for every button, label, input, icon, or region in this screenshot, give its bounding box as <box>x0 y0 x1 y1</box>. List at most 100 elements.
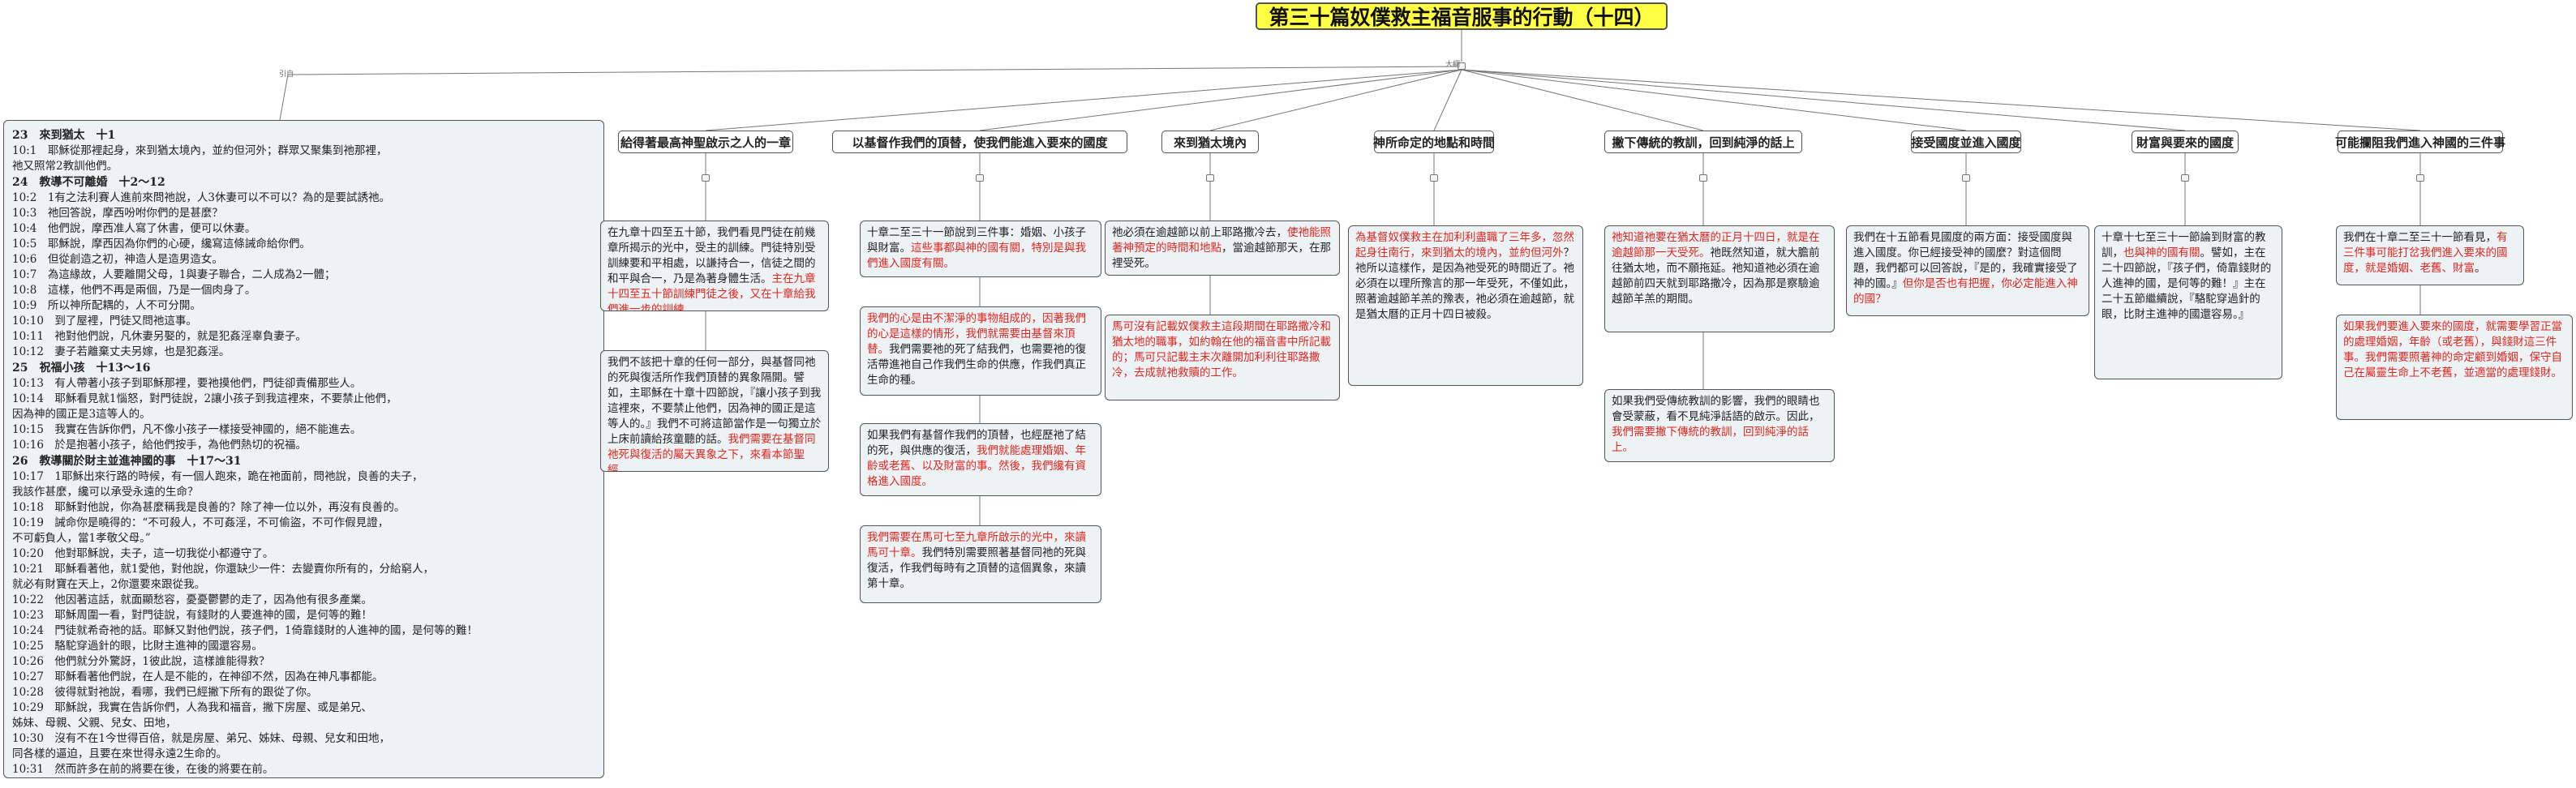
verse-line: 10:9 所以神所配耦的，人不可分開。 <box>12 299 201 312</box>
note-text: 我們不該把十章的任何一部分，與基督同祂的死與復活所作我們頂替的異象隔開。譬如，主… <box>608 356 822 446</box>
verse-line: 10:20 他對耶穌說，夫子，這一切我從小都遵守了。 <box>12 547 274 560</box>
note-text: 我們在十五節看見國度的兩方面：接受國度與進入國度。你已經接受神的國麼？對這個問題… <box>1853 231 2078 290</box>
branch-three-hindrances[interactable]: 可能攔阻我們進入神國的三件事 <box>2335 131 2505 153</box>
note-text: 十章十七至三十一節論到財富的教訓， <box>2102 231 2266 259</box>
verse-line: 10:10 到了屋裡，門徒又問祂這事。 <box>12 315 197 328</box>
note-text: ？祂所以這樣作，是因為祂受死的時間近了。祂必須在以理所豫言的那一年受死，不僅如此… <box>1355 246 1574 321</box>
verse-line: 10:16 於是抱著小孩子，給他們按手，為他們熱切的祝福。 <box>12 439 307 452</box>
central-topic[interactable]: 第三十篇奴僕救主福音服事的行動（十四） <box>1256 2 1668 30</box>
branch-receive-kingdom[interactable]: 接受國度並進入國度 <box>1911 131 2021 153</box>
branch-ordained-time[interactable]: 神所命定的地點和時間 <box>1373 131 1495 153</box>
section-heading: 24 教導不可離婚 十2～12 <box>12 176 165 189</box>
branch-pure-word[interactable]: 撇下傳統的教訓，回到純淨的話上 <box>1604 131 1802 153</box>
highlight-text: 也與神的國有關 <box>2123 246 2200 259</box>
verse-line: 10:21 耶穌看著他，就1愛他，對他說，你還缺少一件：去變賣你所有的，分給窮人… <box>12 563 434 576</box>
note-node[interactable]: 馬可沒有記載奴僕救主這段期間在耶路撒冷和猶太地的職事，如約翰在他的福音書中所記載… <box>1105 315 1340 400</box>
branch-judea[interactable]: 來到猶太境內 <box>1161 131 1259 153</box>
verse-line: 10:28 彼得就對祂說，看哪，我們已經撇下所有的跟從了你。 <box>12 686 318 699</box>
collapse-toggle-icon[interactable] <box>1962 174 1970 182</box>
note-node[interactable]: 十章二至三十一節說到三件事：婚姻、小孩子與財富。這些事都與神的國有關，特別是與我… <box>860 221 1101 277</box>
verse-line: 姊妹、母親、父親、兒女、田地， <box>12 717 177 730</box>
verse-line: 10:15 我實在告訴你們，凡不像小孩子一樣接受神國的，絕不能進去。 <box>12 423 362 436</box>
highlight-text: 祂知道祂要在猶太曆的正月十四日，就是在逾越節那一天受死。 <box>1612 231 1820 259</box>
verse-line: 10:4 他們說，摩西准人寫了休書，便可以休妻。 <box>12 222 256 235</box>
verse-line: 10:29 耶穌說，我實在告訴你們，人為我和福音，撇下房屋、或是弟兄、 <box>12 701 372 714</box>
verse-line: 10:30 沒有不在1今世得百倍，就是房屋、弟兄、姊妹、母親、兒女和田地， <box>12 732 390 745</box>
relation-label-outline: 大綱 <box>1445 61 1461 69</box>
note-node[interactable]: 如果我們受傳統教訓的影響，我們的眼睛也會受蒙蔽，看不見純淨話語的啟示。因此，我們… <box>1604 389 1835 462</box>
verse-line: 10:13 有人帶著小孩子到耶穌那裡，要祂摸他們，門徒卻責備那些人。 <box>12 377 362 390</box>
note-text: 如果我們有基督作我們的頂替，也經歷祂了結的死，與供應的復活， <box>867 429 1086 457</box>
highlight-text: 為基督奴僕救主在加利利盡職了三年多，忽然起身往南行，來到猶太的境內，並約但河外 <box>1355 231 1574 259</box>
verse-line: 10:2 1有之法利賽人進前來問祂說，人3休妻可以不可以？為的是要試誘祂。 <box>12 191 390 204</box>
note-text: 祂既然知道，就大膽前往猶太地，而不願拖延。祂知道祂必須在逾越節前四天就到耶路撒冷… <box>1612 246 1820 306</box>
collapse-toggle-icon[interactable] <box>976 174 984 182</box>
note-node[interactable]: 如果我們有基督作我們的頂替，也經歷祂了結的死，與供應的復活，我們就能處理婚姻、年… <box>860 423 1101 496</box>
note-node[interactable]: 我們在十五節看見國度的兩方面：接受國度與進入國度。你已經接受神的國麼？對這個問題… <box>1846 225 2089 316</box>
verse-line: 10:18 耶穌對他說，你為甚麼稱我是良善的？除了神一位以外，再沒有良善的。 <box>12 501 406 514</box>
collapse-toggle-icon[interactable] <box>1699 174 1707 182</box>
verse-line: 祂又照常2教訓他們。 <box>12 160 118 173</box>
note-node[interactable]: 我們不該把十章的任何一部分，與基督同祂的死與復活所作我們頂替的異象隔開。譬如，主… <box>600 350 829 472</box>
verse-line: 10:23 耶穌周圍一看，對門徒說，有錢財的人要進神的國，是何等的難！ <box>12 609 372 622</box>
highlight-text: 馬可沒有記載奴僕救主這段期間在耶路撒冷和猶太地的職事，如約翰在他的福音書中所記載… <box>1112 320 1331 379</box>
collapse-toggle-icon[interactable] <box>1430 174 1438 182</box>
verse-line: 10:24 門徒就希奇祂的話。耶穌又對他們說，孩子們，1倚靠錢財的人進神的國，是… <box>12 624 478 637</box>
note-text: 我們在十章二至三十一節看見， <box>2343 231 2497 244</box>
relation-label-scripture: 引自 <box>279 71 294 79</box>
verse-line: 10:25 駱駝穿過針的眼，比財主進神的國還容易。 <box>12 640 263 653</box>
verse-line: 不可虧負人，當1孝敬父母。” <box>12 532 151 545</box>
verse-line: 我該作甚麼，纔可以承受永遠的生命？ <box>12 486 199 499</box>
verse-line: 10:5 耶穌說，摩西因為你們的心硬，纔寫這條誡命給你們。 <box>12 238 311 251</box>
verse-line: 10:27 耶穌看著他們說，在人是不能的，在神卻不然，因為在神凡事都能。 <box>12 670 384 683</box>
note-node[interactable]: 我們的心是由不潔淨的事物組成的，因著我們的心是這樣的情形，我們就需要由基督來頂替… <box>860 306 1101 396</box>
highlight-text: 我們的心是由不潔淨的事物組成的，因著我們的心是這樣的情形，我們就需要由基督來頂替… <box>867 312 1086 356</box>
branch-riches-kingdom[interactable]: 財富與要來的國度 <box>2132 131 2239 153</box>
collapse-toggle-icon[interactable] <box>702 174 710 182</box>
collapse-toggle-icon[interactable] <box>2181 174 2189 182</box>
verse-line: 10:17 1耶穌出來行路的時候，有一個人跑來，跪在祂面前，問祂說，良善的夫子， <box>12 470 423 483</box>
branch-highest-revelation[interactable]: 給得著最高神聖啟示之人的一章 <box>618 131 793 153</box>
note-node[interactable]: 祂必須在逾越節以前上耶路撒冷去，使祂能照著神預定的時間和地點，當逾越節那天，在那… <box>1105 221 1340 276</box>
note-text: 在九章十四至五十節，我們看見門徒在前幾章所揭示的光中，受主的訓練。門徒特別受訓練… <box>608 226 816 285</box>
note-text: 祂必須在逾越節以前上耶路撒冷去， <box>1112 226 1287 239</box>
highlight-text: 我們就能處理婚姻、年齡或老舊、以及財富的事。然後，我們纔有資格進入國度。 <box>867 444 1086 488</box>
scripture-panel[interactable]: 23 來到猶太 十1 10:1 耶穌從那裡起身，來到猶太境內，並約但河外；群眾又… <box>3 120 604 778</box>
note-text: 。譬如，主在二十四節說，『孩子們，倚靠錢財的人進神的國，是何等的難！』主在二十五… <box>2102 246 2272 321</box>
verse-line: 10:1 耶穌從那裡起身，來到猶太境內，並約但河外；群眾又聚集到祂那裡， <box>12 144 388 157</box>
note-node[interactable]: 我們需要在馬可七至九章所啟示的光中，來讀馬可十章。我們特別需要照著基督同祂的死與… <box>860 525 1101 603</box>
note-node[interactable]: 十章十七至三十一節論到財富的教訓，也與神的國有關。譬如，主在二十四節說，『孩子們… <box>2094 225 2282 379</box>
section-heading: 23 來到猶太 十1 <box>12 129 116 142</box>
note-text: 。 <box>2475 262 2486 275</box>
verse-line: 10:14 耶穌看見就1惱怒，對門徒說，2讓小孩子到我這裡來，不要禁止他們， <box>12 392 397 405</box>
verse-line: 10:12 妻子若離棄丈夫另嫁，也是犯姦淫。 <box>12 345 230 358</box>
verse-line: 就必有財寶在天上，2你還要來跟從我。 <box>12 578 206 591</box>
verse-line: 10:6 但從創造之初，神造人是造男造女。 <box>12 253 223 266</box>
note-node[interactable]: 我們在十章二至三十一節看見，有三件事可能打岔我們進入要來的國度，就是婚姻、老舊、… <box>2336 225 2524 285</box>
note-text: 我們特別需要照著基督同祂的死與復活，作我們每時有之頂替的這個異象，來讀第十章。 <box>867 546 1086 590</box>
highlight-text: 主在九章十四至五十節訓練門徒之後，又在十章給我們進一步的訓練 <box>608 272 816 311</box>
verse-line: 10:31 然而許多在前的將要在後，在後的將要在前。 <box>12 763 274 776</box>
verse-line: 10:22 他因著這話，就面顯愁容，憂憂鬱鬱的走了，因為他有很多產業。 <box>12 593 372 606</box>
note-text: 十章二至三十一節說到三件事：婚姻、小孩子與財富。 <box>867 226 1086 255</box>
collapse-toggle-icon[interactable] <box>2416 174 2424 182</box>
verse-line: 10:8 這樣，他們不再是兩個，乃是一個肉身了。 <box>12 284 256 297</box>
verse-line: 10:3 祂回答說，摩西吩咐你們的是甚麼？ <box>12 207 223 220</box>
note-node[interactable]: 在九章十四至五十節，我們看見門徒在前幾章所揭示的光中，受主的訓練。門徒特別受訓練… <box>600 221 829 311</box>
verse-line: 因為神的國正是3這等人的。 <box>12 408 151 421</box>
highlight-text: 使祂能照著神預定的時間和地點 <box>1112 226 1331 255</box>
note-node[interactable]: 祂知道祂要在猶太曆的正月十四日，就是在逾越節那一天受死。祂既然知道，就大膽前往猶… <box>1604 225 1835 332</box>
verse-line: 10:19 誡命你是曉得的：“不可殺人，不可姦淫，不可偷盜，不可作假見證， <box>12 516 389 529</box>
verse-line: 10:11 祂對他們說，凡休妻另娶的，就是犯姦淫辜負妻子。 <box>12 330 307 343</box>
highlight-text: 如果我們要進入要來的國度，就需要學習正當的處理婚姻，年齡（或老舊），與錢財這三件… <box>2343 320 2562 379</box>
collapse-toggle-icon[interactable] <box>1206 174 1214 182</box>
note-node[interactable]: 如果我們要進入要來的國度，就需要學習正當的處理婚姻，年齡（或老舊），與錢財這三件… <box>2336 315 2573 420</box>
highlight-text: 但你是否也有把握，你必定能進入神的國？ <box>1853 277 2078 306</box>
highlight-text: 有三件事可能打岔我們進入要來的國度，就是婚姻、老舊、財富 <box>2343 231 2508 275</box>
note-node[interactable]: 為基督奴僕救主在加利利盡職了三年多，忽然起身往南行，來到猶太的境內，並約但河外？… <box>1348 225 1583 386</box>
collapse-toggle-icon[interactable] <box>1458 62 1466 70</box>
highlight-text: 這些事都與神的國有關，特別是與我們進入國度有關。 <box>867 242 1086 270</box>
section-heading: 25 祝福小孩 十13～16 <box>12 362 151 375</box>
branch-christ-replacement[interactable]: 以基督作我們的頂替，使我們能進入要來的國度 <box>832 131 1127 153</box>
